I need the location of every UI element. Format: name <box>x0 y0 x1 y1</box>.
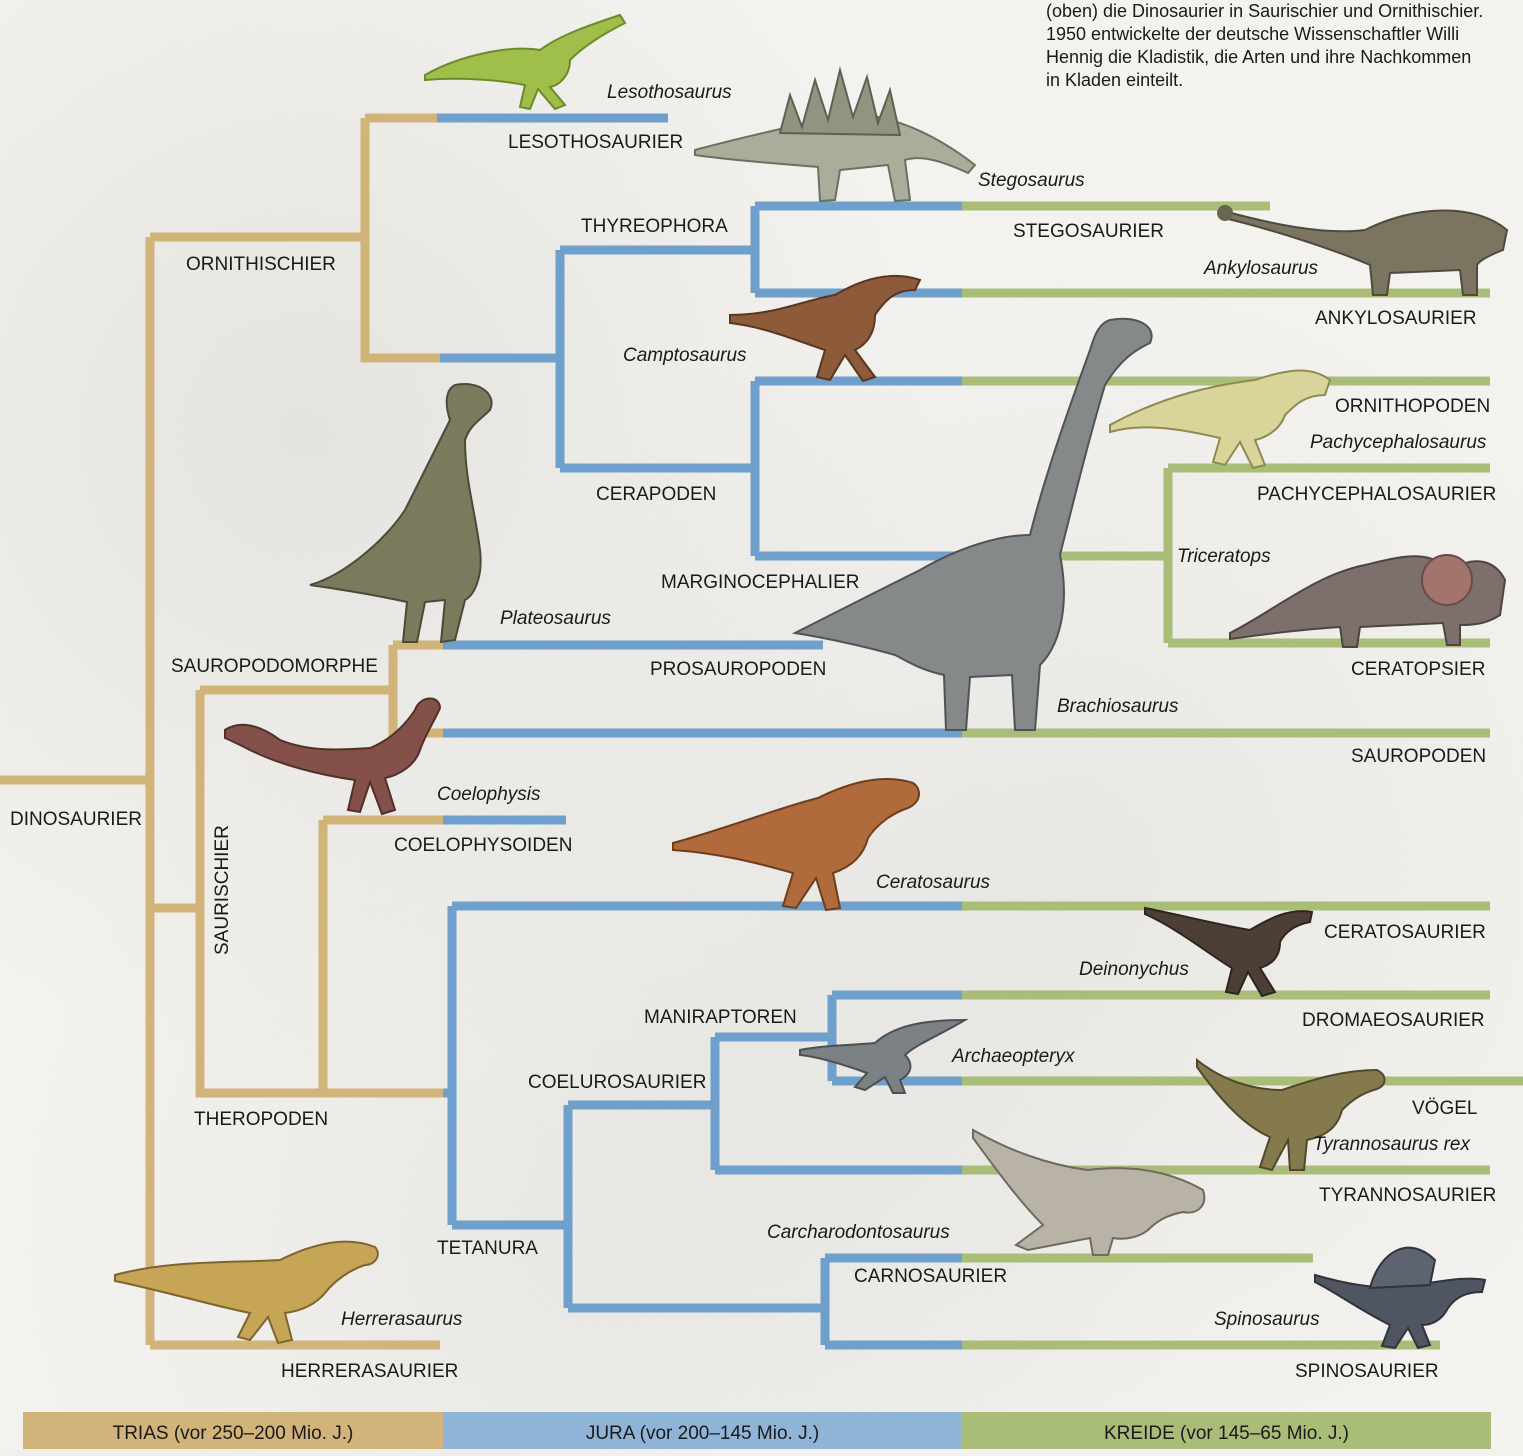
genus-archaeopteryx: Archaeopteryx <box>952 1046 1075 1068</box>
genus-ceratosaurus: Ceratosaurus <box>876 872 990 894</box>
genus-herrerasaurus: Herrerasaurus <box>341 1309 462 1331</box>
genus-carcharodontosaurus: Carcharodontosaurus <box>767 1222 950 1244</box>
label-stegosaurier: STEGOSAURIER <box>1013 221 1164 243</box>
label-sauropodomorphe: SAUROPODOMORPHE <box>171 656 378 678</box>
genus-pachycephalosaurus: Pachycephalosaurus <box>1310 432 1486 454</box>
spinosaurus-illustration <box>1310 1230 1490 1350</box>
ankylosaurus-illustration <box>1215 195 1515 300</box>
lesothosaurus-illustration <box>420 5 635 115</box>
label-theropoden: THEROPODEN <box>194 1109 328 1131</box>
genus-spinosaurus: Spinosaurus <box>1214 1309 1320 1331</box>
plateosaurus-illustration <box>305 380 500 645</box>
label-spinosaurier: SPINOSAURIER <box>1295 1361 1439 1383</box>
genus-triceratops: Triceratops <box>1177 546 1271 568</box>
label-ornithopoden: ORNITHOPODEN <box>1335 396 1490 418</box>
label-voegel: VÖGEL <box>1412 1098 1477 1120</box>
genus-deinonychus: Deinonychus <box>1079 959 1189 981</box>
period-jura: JURA (vor 200–145 Mio. J.) <box>443 1412 962 1449</box>
label-marginocephalier: MARGINOCEPHALIER <box>661 572 859 594</box>
label-ceratopsier: CERATOPSIER <box>1351 659 1485 681</box>
label-tyrannosaurier: TYRANNOSAURIER <box>1319 1185 1496 1207</box>
label-dinosaurier: DINOSAURIER <box>10 809 142 831</box>
coelophysis-illustration <box>220 690 445 820</box>
label-maniraptoren: MANIRAPTOREN <box>644 1007 797 1029</box>
deinonychus-illustration <box>1140 900 1320 1000</box>
label-ankylosaurier: ANKYLOSAURIER <box>1315 308 1477 330</box>
label-cerapoden: CERAPODEN <box>596 484 716 506</box>
tyrannosaurus-illustration <box>1192 1055 1392 1175</box>
genus-brachiosaurus: Brachiosaurus <box>1057 696 1178 718</box>
genus-plateosaurus: Plateosaurus <box>500 608 611 630</box>
period-trias: TRIAS (vor 250–200 Mio. J.) <box>23 1412 443 1449</box>
carcharodontosaurus-illustration <box>968 1120 1213 1260</box>
period-kreide: KREIDE (vor 145–65 Mio. J.) <box>962 1412 1491 1449</box>
label-carnosaurier: CARNOSAURIER <box>854 1266 1007 1288</box>
brachiosaurus-illustration <box>790 315 1165 735</box>
label-herrerasaurier: HERRERASAURIER <box>281 1361 458 1383</box>
archaeopteryx-illustration <box>795 1015 970 1095</box>
intro-text: (oben) die Dinosaurier in Saurischier un… <box>1046 0 1486 92</box>
label-ornithischier: ORNITHISCHIER <box>186 254 336 276</box>
label-prosauropoden: PROSAUROPODEN <box>650 659 826 681</box>
genus-coelophysis: Coelophysis <box>437 784 541 806</box>
genus-tyrannosaurus: Tyrannosaurus rex <box>1313 1134 1470 1156</box>
genus-lesothosaurus: Lesothosaurus <box>607 82 732 104</box>
genus-camptosaurus: Camptosaurus <box>623 345 747 367</box>
genus-ankylosaurus: Ankylosaurus <box>1204 258 1318 280</box>
label-dromaeosaurier: DROMAEOSAURIER <box>1302 1010 1485 1032</box>
label-tetanura: TETANURA <box>437 1238 538 1260</box>
label-pachycephalosaurier: PACHYCEPHALOSAURIER <box>1257 484 1496 506</box>
genus-stegosaurus: Stegosaurus <box>978 170 1085 192</box>
label-sauropoden: SAUROPODEN <box>1351 746 1486 768</box>
label-saurischier: SAURISCHIER <box>212 825 234 955</box>
label-coelurosaurier: COELUROSAURIER <box>528 1072 706 1094</box>
label-coelophysoiden: COELOPHYSOIDEN <box>394 835 572 857</box>
stegosaurus-illustration <box>690 55 985 205</box>
label-thyreophora: THYREOPHORA <box>581 216 728 238</box>
label-ceratosaurier: CERATOSAURIER <box>1324 922 1486 944</box>
label-lesothosaurier: LESOTHOSAURIER <box>508 132 683 154</box>
